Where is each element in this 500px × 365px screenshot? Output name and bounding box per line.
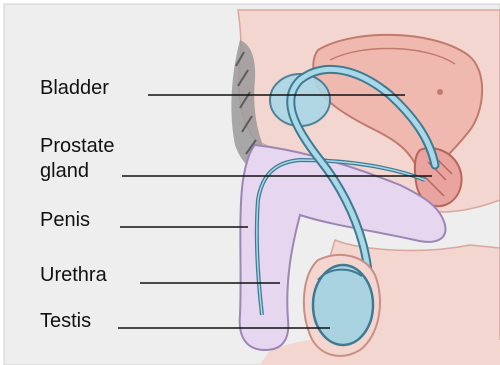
label-prostate-line2: gland: [40, 160, 89, 182]
label-urethra: Urethra: [40, 264, 107, 286]
label-penis: Penis: [40, 209, 90, 231]
bladder-marker: [437, 89, 443, 95]
label-prostate-line1: Prostate: [40, 135, 114, 157]
label-bladder: Bladder: [40, 77, 109, 99]
label-testis: Testis: [40, 310, 91, 332]
